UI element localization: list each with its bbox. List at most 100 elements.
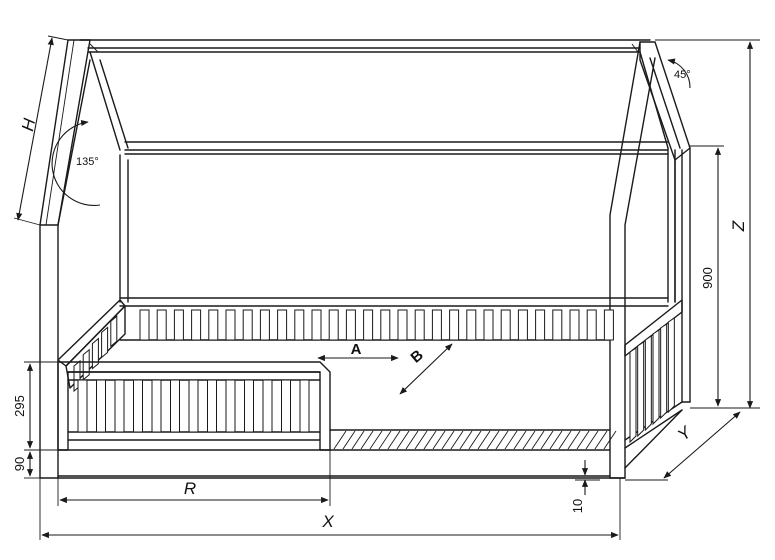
front-slat <box>225 379 236 433</box>
label-90: 90 <box>12 457 27 471</box>
floor-hatch-line <box>576 430 590 450</box>
left-side-slat <box>91 337 99 370</box>
label-h: H <box>18 116 39 133</box>
back-rail <box>119 297 669 341</box>
left-side-rail <box>57 299 126 393</box>
floor-hatch-line <box>504 430 518 450</box>
floor-hatch-line <box>369 430 383 450</box>
left-side-slat <box>101 326 109 359</box>
back-slat <box>139 309 150 341</box>
floor-hatch-line <box>585 430 599 450</box>
floor-hatch-line <box>342 430 356 450</box>
floor-hatch-line <box>378 430 392 450</box>
floor-hatch <box>333 430 617 450</box>
floor-hatch-line <box>531 430 545 450</box>
floor-hatch-line <box>423 430 437 450</box>
floor-hatch-line <box>414 430 428 450</box>
label-z: Z <box>729 220 748 232</box>
front-slat <box>96 379 106 433</box>
right-side-slat <box>667 317 675 414</box>
back-slat <box>431 309 442 341</box>
dimension-y-line <box>663 411 741 479</box>
floor-hatch-line <box>540 430 554 450</box>
back-slat <box>156 309 167 341</box>
floor-hatch-line <box>333 430 347 450</box>
back-slat <box>517 309 528 341</box>
back-slat <box>449 309 460 341</box>
angle-45-arc <box>667 58 691 89</box>
right-side-slat <box>660 323 668 420</box>
label-angle-135: 135° <box>76 156 99 168</box>
back-slat <box>466 309 477 341</box>
angle-135-arc <box>51 119 101 206</box>
floor-hatch-line <box>468 430 482 450</box>
floor-hatch-line <box>477 430 491 450</box>
back-slat <box>173 309 184 341</box>
front-slat <box>151 379 162 433</box>
floor-hatch-line <box>549 430 563 450</box>
label-b: B <box>407 346 426 366</box>
back-slat <box>414 309 425 341</box>
dimension-b-line <box>399 343 453 395</box>
back-slat <box>259 309 270 341</box>
back-slat <box>242 309 253 341</box>
dimension-lines <box>13 35 760 540</box>
floor-hatch-line <box>450 430 464 450</box>
right-rail-slats <box>629 317 675 444</box>
floor-hatch-line <box>513 430 527 450</box>
back-slat <box>294 309 305 341</box>
back-slat <box>328 309 339 341</box>
floor-hatch-line <box>522 430 536 450</box>
right-side-slat <box>644 335 652 432</box>
floor-hatch-line <box>441 430 455 450</box>
left-rail-slats <box>73 315 118 393</box>
back-rail-slats <box>139 309 614 341</box>
front-left-frame <box>39 39 91 479</box>
floor-hatch-line <box>396 430 410 450</box>
front-guard-rail <box>57 361 331 451</box>
back-slat <box>380 309 391 341</box>
back-slat <box>500 309 511 341</box>
back-slat <box>208 309 219 341</box>
dimension-labels: H Z Y X R A B 900 295 90 10 135° 45° <box>12 69 748 531</box>
floor-hatch-line <box>495 430 509 450</box>
back-slat <box>345 309 356 341</box>
label-900: 900 <box>700 267 715 289</box>
floor-hatch-line <box>567 430 581 450</box>
back-slat <box>552 309 563 341</box>
floor-hatch-line <box>432 430 446 450</box>
back-slat <box>483 309 494 341</box>
back-slat <box>569 309 580 341</box>
label-angle-45: 45° <box>674 69 691 81</box>
back-slat <box>191 309 202 341</box>
front-slat <box>114 379 125 433</box>
floor-hatch-line <box>459 430 473 450</box>
floor-hatch-line <box>594 430 608 450</box>
label-y: Y <box>674 422 696 445</box>
back-slat <box>363 309 374 341</box>
floor-hatch-line <box>486 430 500 450</box>
right-side-slat <box>652 329 660 426</box>
front-slat <box>207 379 217 433</box>
dimension-h-line <box>16 37 54 221</box>
right-side-slat <box>637 341 645 438</box>
front-rail-slats <box>77 379 310 433</box>
floor-hatch-line <box>360 430 374 450</box>
floor-hatch-line <box>351 430 365 450</box>
front-slat <box>133 379 143 433</box>
floor-hatch-line <box>558 430 572 450</box>
floor-hatch-line <box>603 430 617 450</box>
back-slat <box>397 309 408 341</box>
label-295: 295 <box>12 395 27 417</box>
label-r: R <box>184 479 196 498</box>
floor-hatch-line <box>387 430 401 450</box>
right-side-slat <box>629 347 637 444</box>
back-slat <box>586 309 597 341</box>
back-slat <box>603 309 614 341</box>
floor-hatch-line <box>405 430 419 450</box>
back-frame <box>89 51 681 303</box>
front-slat <box>244 379 254 433</box>
left-side-slat <box>82 348 90 381</box>
label-x: X <box>321 512 334 531</box>
